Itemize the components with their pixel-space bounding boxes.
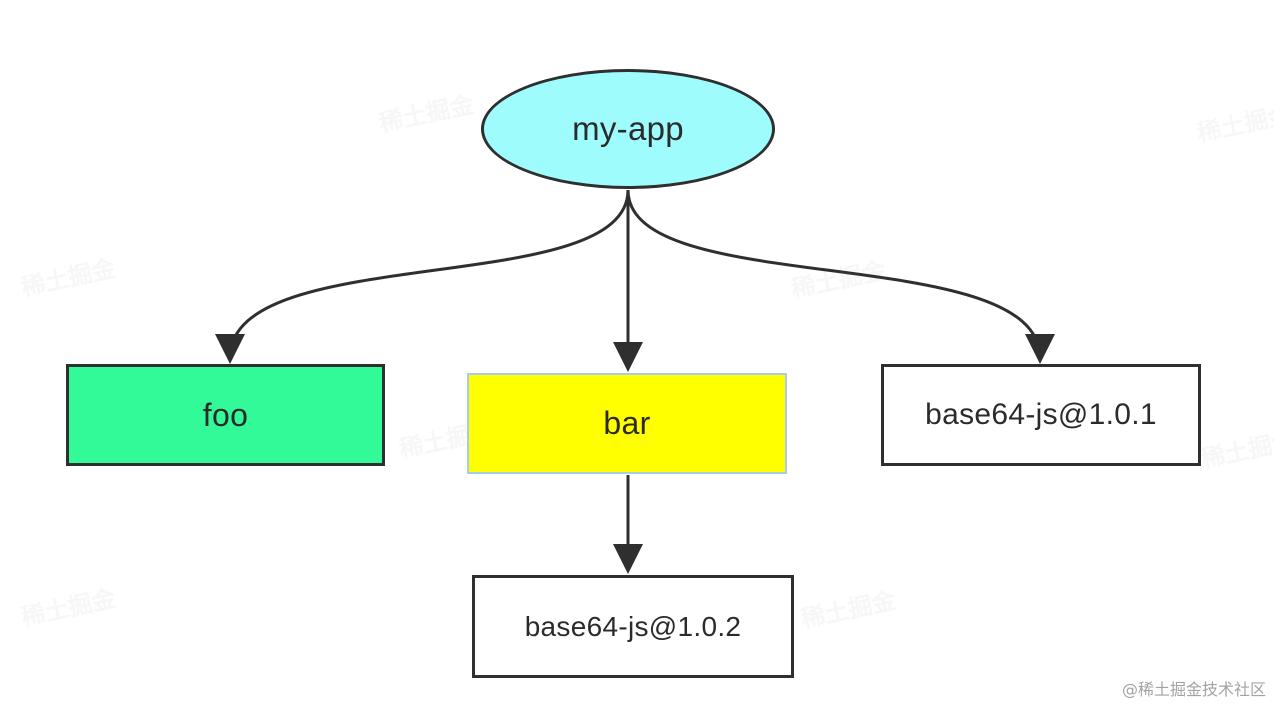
node-my-app: my-app <box>481 69 775 189</box>
source-credit: @稀土掘金技术社区 <box>1121 680 1266 699</box>
node-bar: bar <box>467 373 787 474</box>
edge-my-app-to-foo <box>215 189 630 364</box>
node-base64-js-1-0-2: base64-js@1.0.2 <box>472 575 794 678</box>
node-base64-js-1-0-1: base64-js@1.0.1 <box>881 364 1201 466</box>
node-foo: foo <box>66 364 385 466</box>
edge-my-app-to-base64-js-1-0-1 <box>626 189 1055 364</box>
